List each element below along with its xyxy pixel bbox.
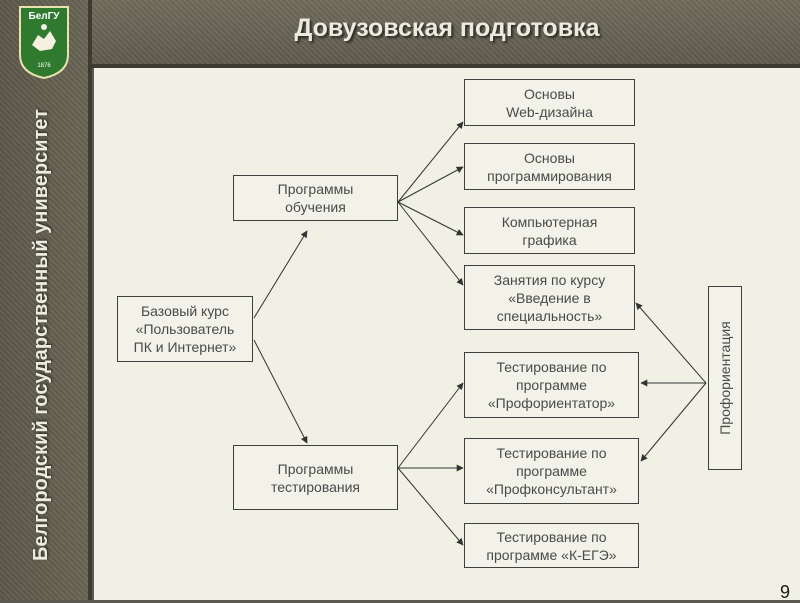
node-testing-item-kege: Тестирование по программе «К-ЕГЭ» — [464, 523, 639, 568]
page-number: 9 — [780, 582, 791, 602]
arrow-testing-to-kege — [397, 467, 464, 546]
sidebar-divider — [88, 0, 92, 600]
university-logo: БелГУ 1876 — [19, 6, 69, 79]
node-testing-programs: Программы тестирования — [233, 445, 398, 510]
node-training-item-specialty: Занятия по курсу «Введение в специальнос… — [464, 265, 635, 330]
arrow-training-to-graphics — [397, 201, 464, 236]
header-divider — [88, 64, 800, 68]
slide-title: Довузовская подготовка — [294, 14, 600, 42]
node-training-item-programming: Основы программирования — [464, 143, 635, 190]
logo-year: 1876 — [37, 63, 51, 69]
profile-orientation-label: Профориентация — [717, 321, 733, 435]
top-banner — [0, 0, 800, 66]
arrow-base-to-training — [253, 230, 308, 319]
node-testing-item-proforientator: Тестирование по программе «Профориентато… — [464, 352, 639, 418]
logo-top-text: БелГУ — [29, 11, 61, 22]
arrow-training-to-programming — [397, 166, 464, 203]
node-base-course: Базовый курс «Пользователь ПК и Интернет… — [117, 296, 253, 362]
arrow-profile-to-specialty — [635, 302, 707, 384]
arrow-training-to-specialty — [397, 201, 464, 286]
arrow-training-to-web — [397, 121, 464, 203]
arrow-profile-to-profconsultant — [640, 382, 707, 462]
node-training-programs: Программы обучения — [233, 175, 398, 221]
node-profile-orientation: Профориентация — [708, 286, 742, 470]
node-training-item-web: Основы Web-дизайна — [464, 79, 635, 126]
node-training-item-graphics: Компьютерная графика — [464, 207, 635, 254]
left-banner — [0, 0, 92, 600]
node-testing-item-profconsultant: Тестирование по программе «Профконсульта… — [464, 438, 639, 504]
arrow-base-to-testing — [253, 339, 308, 444]
arrow-testing-to-proforientator — [397, 382, 464, 469]
